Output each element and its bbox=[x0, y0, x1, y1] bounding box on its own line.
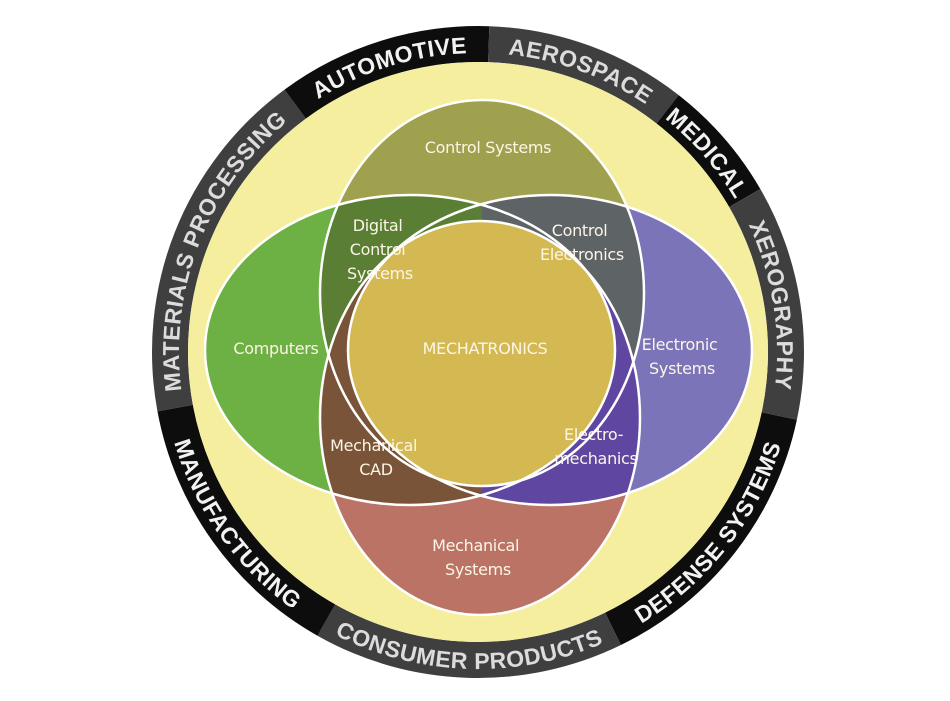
mechatronics-region bbox=[348, 221, 615, 486]
ring-segment-automotive bbox=[284, 26, 490, 119]
label-digital-control-systems: Digital Control Systems bbox=[347, 216, 413, 283]
label-electronic-systems: Electronic Systems bbox=[642, 335, 723, 378]
ring-segment-aerospace bbox=[488, 26, 679, 124]
label-electro-mechanics: Electro- mechanics bbox=[554, 425, 637, 468]
ring-segment-defense-systems bbox=[605, 412, 797, 646]
label-mechanical-cad: Mechanical CAD bbox=[330, 436, 422, 479]
ring-segment-xerography bbox=[729, 189, 804, 420]
label-mechanical-systems: Mechanical Systems bbox=[432, 536, 524, 579]
region-labels: Control Systems Digital Control Systems … bbox=[233, 138, 723, 579]
label-computers: Computers bbox=[233, 339, 318, 358]
ring-segment-materials-processing bbox=[151, 89, 306, 412]
label-mechatronics: MECHATRONICS bbox=[423, 339, 548, 358]
label-control-electronics: Control Electronics bbox=[540, 221, 624, 264]
ring-segment-medical bbox=[656, 95, 761, 207]
ring-segment-manufacturing bbox=[157, 404, 336, 636]
ring-segment-consumer-products bbox=[317, 604, 621, 679]
venn-circles bbox=[203, 98, 754, 617]
label-control-systems: Control Systems bbox=[425, 138, 551, 157]
